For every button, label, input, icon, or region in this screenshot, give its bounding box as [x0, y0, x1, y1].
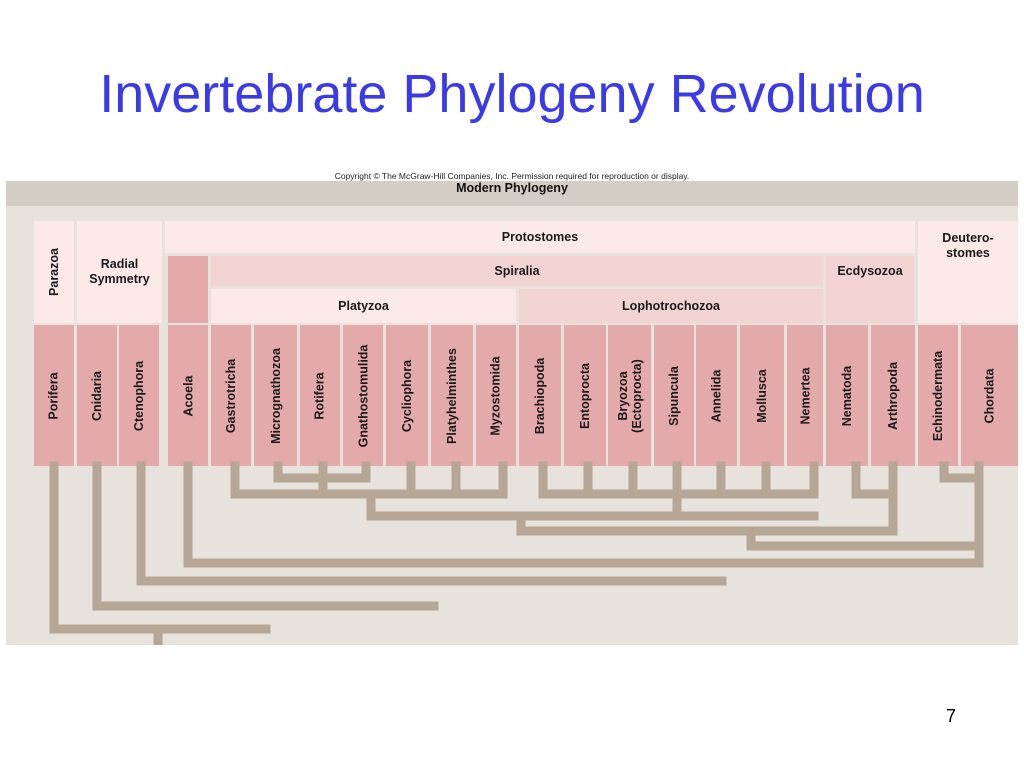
- group-radial-symmetry: Radial Symmetry: [77, 221, 162, 323]
- taxon-nemertea: Nemertea: [787, 325, 823, 466]
- taxon-porifera: Porifera: [34, 325, 74, 466]
- taxon-ctenophora: Ctenophora: [119, 325, 159, 466]
- taxon-platyhelminthes: Platyhelminthes: [431, 325, 473, 466]
- taxon-acoela: Acoela: [168, 325, 208, 466]
- taxon-cycliophora: Cycliophora: [386, 325, 428, 466]
- group-label-protostomes: Protostomes: [501, 229, 579, 244]
- group-protostomes: Protostomes: [165, 221, 915, 253]
- page-number: 7: [946, 706, 957, 726]
- taxon-chordata: Chordata: [961, 325, 1018, 466]
- copyright-notice: Copyright © The McGraw-Hill Companies, I…: [334, 171, 690, 181]
- taxon-bryozoa-ectoprocta: Bryozoa (Ectoprocta): [608, 325, 651, 466]
- taxon-arthropoda: Arthropoda: [871, 325, 915, 466]
- taxon-brachiopoda: Brachiopoda: [519, 325, 561, 466]
- group-spiralia: Spiralia: [211, 256, 823, 286]
- taxon-entoprocta: Entoprocta: [564, 325, 606, 466]
- taxon-gastrotricha: Gastrotricha: [211, 325, 251, 466]
- taxon-gnathostomulida: Gnathostomulida: [343, 325, 383, 466]
- taxon-mollusca: Mollusca: [740, 325, 784, 466]
- taxon-sipuncula: Sipuncula: [654, 325, 694, 466]
- phylogeny-figure: Modern Phylogeny Parazoa Radial Symmetry…: [6, 181, 1018, 645]
- figure-header-bar: [6, 181, 1018, 206]
- taxon-myzostomida: Myzostomida: [476, 325, 516, 466]
- group-ecdysozoa: Ecdysozoa: [826, 256, 914, 323]
- group-label-radial-symmetry: Radial Symmetry: [89, 257, 150, 286]
- taxon-cnidaria: Cnidaria: [77, 325, 117, 466]
- cladogram-tree: [49, 461, 984, 645]
- group-label-platyzoa: Platyzoa: [338, 298, 389, 313]
- figure-title: Modern Phylogeny: [456, 181, 568, 195]
- group-platyzoa: Platyzoa: [211, 289, 516, 323]
- group-label-lophotrochozoa: Lophotrochozoa: [622, 298, 720, 313]
- slide-title: Invertebrate Phylogeny Revolution: [99, 64, 925, 124]
- group-deuterostomes: Deutero-stomes: [918, 221, 1018, 323]
- taxon-echinodermata: Echinodermata: [918, 325, 958, 466]
- group-parazoa: Parazoa: [34, 221, 74, 323]
- group-label-spiralia: Spiralia: [494, 263, 540, 278]
- taxon-rotifera: Rotifera: [300, 325, 340, 466]
- group-acoela-column: [168, 256, 208, 323]
- group-label-ecdysozoa: Ecdysozoa: [837, 264, 903, 278]
- group-label-deuterostomes: Deutero-stomes: [942, 231, 994, 260]
- taxon-nematoda: Nematoda: [826, 325, 868, 466]
- taxon-annelida: Annelida: [696, 325, 737, 466]
- group-lophotrochozoa: Lophotrochozoa: [519, 289, 823, 323]
- taxon-micrognathozoa: Micrognathozoa: [254, 325, 297, 466]
